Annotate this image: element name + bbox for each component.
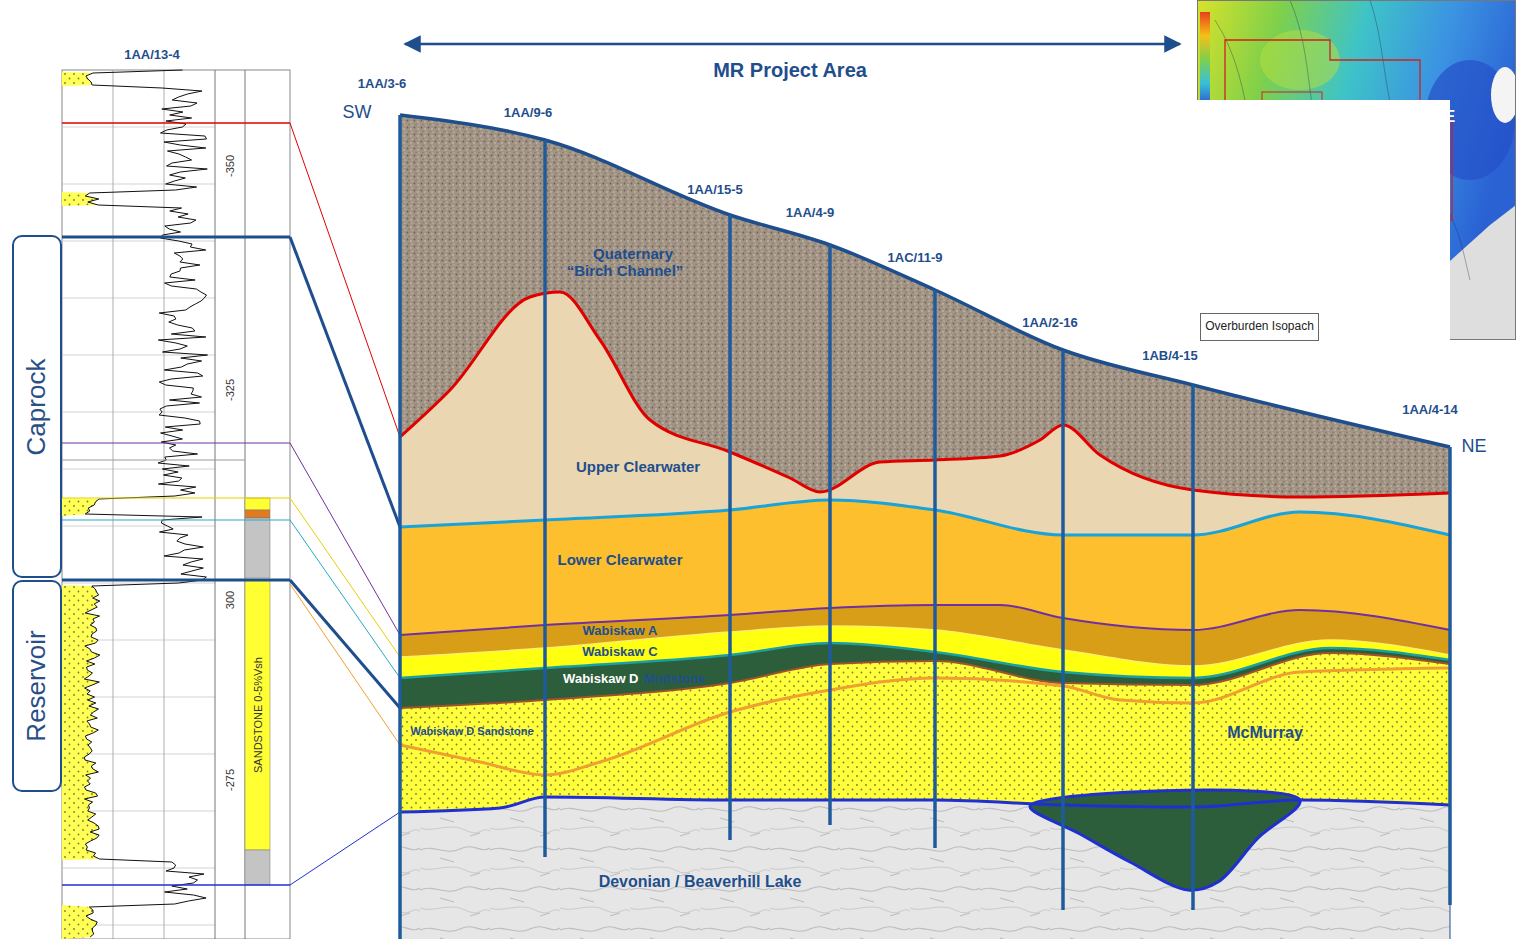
formation-label: Quaternary “Birch Channel” (555, 245, 695, 280)
project-area-title: MR Project Area (713, 59, 867, 82)
well-paths (400, 115, 1450, 939)
formation-name: Lower Clearwater (557, 551, 682, 568)
well-name: 1AB/4-15 (1142, 349, 1198, 364)
formation-label: Upper Clearwater (576, 458, 700, 475)
grid-line (62, 583, 215, 584)
formation-band (400, 797, 1450, 939)
devonian-band (400, 797, 1450, 939)
formation-name: Devonian / Beaverhill Lake (599, 873, 802, 891)
well-log (62, 70, 290, 939)
depth-number: 300 (224, 589, 237, 611)
well-path (1191, 385, 1195, 910)
grid-line (62, 868, 215, 869)
sand-fill (62, 905, 97, 939)
well-path (828, 245, 832, 825)
grid-line (62, 241, 215, 242)
horizon-line (400, 605, 1450, 635)
correlation-lines (290, 123, 400, 885)
formation-name: Wabiskaw C (582, 645, 657, 660)
grid-line (62, 355, 215, 356)
zone-bracket: Reservoir (12, 580, 62, 792)
map-caption-box: Overburden Isopach (1200, 313, 1319, 341)
extent-arrow (405, 43, 1180, 46)
formation-name: Wabiskaw A (583, 624, 658, 639)
formation-label: Wabiskaw C (582, 645, 657, 660)
horizon-line (400, 626, 1450, 666)
depth-number: -325 (224, 377, 237, 403)
formation-band (400, 626, 1450, 939)
well-name: 1AA/4-14 (1402, 403, 1458, 418)
formation-name: Mudstone (643, 672, 704, 687)
formation-name: Wabiskaw D (563, 672, 638, 687)
formation-name: Wabiskaw D Sandstone (410, 725, 533, 738)
formation-band (400, 292, 1450, 939)
grid-line (62, 127, 215, 128)
well-path (728, 215, 732, 840)
box-text: Overburden Isopach (1205, 320, 1314, 334)
well-name: 1AA/2-16 (1022, 316, 1078, 331)
grid-line (62, 184, 215, 185)
grid-line (62, 298, 215, 299)
depth-number: -275 (224, 767, 237, 793)
horizon-line (400, 653, 1450, 708)
formation-band (400, 115, 1450, 939)
zone-bracket: Caprock (12, 235, 62, 578)
well-path (933, 290, 937, 848)
log-title: 1AA/13-4 (124, 48, 180, 63)
map-direction-label: SW (1259, 203, 1285, 221)
box-text: Reservoir (22, 630, 52, 741)
well-name: 1AA/3-6 (358, 77, 406, 92)
gamma-curve (84, 70, 207, 937)
depth-number: -350 (224, 153, 237, 179)
horizon-line (400, 292, 1450, 497)
grid-line (62, 469, 215, 470)
formation-label: Wabiskaw D Mudstone (563, 672, 705, 687)
lithology-label: SANDSTONE 0-5%Vsh (252, 657, 265, 773)
sandstone-texture (400, 653, 1450, 812)
well-name: 1AA/4-9 (786, 206, 834, 221)
box-text: Caprock (22, 358, 52, 455)
well-path (398, 115, 402, 939)
direction-label: NE (1461, 436, 1486, 457)
horizon-line (400, 500, 1450, 535)
formation-band (400, 500, 1450, 939)
well-name: 1AA/9-6 (504, 106, 552, 121)
formation-label: Lower Clearwater (557, 551, 682, 568)
formation-name: Upper Clearwater (576, 458, 700, 475)
direction-label: SW (343, 102, 372, 123)
formation-name: Quaternary “Birch Channel” (555, 245, 695, 280)
section-edge (1450, 447, 1451, 939)
horizon-line (400, 797, 1450, 812)
well-name: 1AC/11-9 (888, 251, 943, 266)
well-path (1448, 447, 1452, 905)
sand-texture (62, 498, 99, 516)
sand-texture (62, 905, 97, 939)
well-path (1061, 350, 1065, 910)
formation-label: Wabiskaw D Sandstone (410, 725, 533, 738)
grid-line (62, 412, 215, 413)
horizon-line (400, 668, 1450, 775)
formation-band (400, 605, 1450, 939)
formation-layers (400, 100, 1450, 939)
well-name: 1AA/15-5 (687, 183, 743, 198)
formation-label: Wabiskaw A (583, 624, 658, 639)
horizon-line (400, 115, 1450, 447)
grid-line (62, 526, 215, 527)
formation-band (400, 643, 1450, 939)
formation-band (400, 653, 1450, 939)
well-path (543, 140, 547, 857)
formation-label: McMurray (1227, 724, 1303, 742)
sand-fill (62, 498, 99, 516)
formation-label: Devonian / Beaverhill Lake (599, 873, 802, 891)
sand-fill (62, 585, 100, 860)
map-direction-label: NE (1433, 108, 1455, 126)
sand-texture (62, 585, 100, 860)
formation-name: McMurray (1227, 724, 1303, 742)
